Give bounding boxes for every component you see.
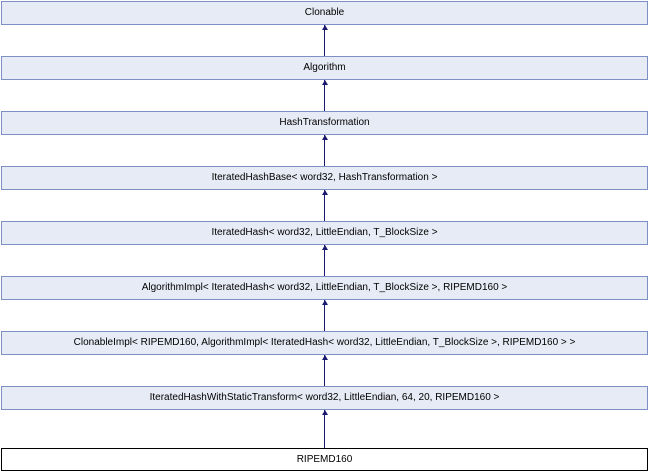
class-node-iteratedhash[interactable]: IteratedHash< word32, LittleEndian, T_Bl… xyxy=(1,221,648,245)
inheritance-edge xyxy=(324,80,325,111)
class-node-ripemd160[interactable]: RIPEMD160 xyxy=(1,448,648,471)
inheritance-edge xyxy=(324,300,325,331)
class-node-hashtransformation[interactable]: HashTransformation xyxy=(1,111,648,135)
class-node-clonableimpl[interactable]: ClonableImpl< RIPEMD160, AlgorithmImpl< … xyxy=(1,331,648,355)
class-node-label: HashTransformation xyxy=(279,117,370,128)
inheritance-arrowhead-icon xyxy=(321,190,328,195)
inheritance-arrowhead-icon xyxy=(321,135,328,140)
inheritance-arrowhead-icon xyxy=(321,355,328,360)
inheritance-arrowhead-icon xyxy=(321,410,328,415)
class-node-label: Algorithm xyxy=(303,62,346,73)
class-node-algorithmimpl[interactable]: AlgorithmImpl< IteratedHash< word32, Lit… xyxy=(1,276,648,300)
inheritance-edge xyxy=(324,410,325,448)
class-node-iteratedhashbase[interactable]: IteratedHashBase< word32, HashTransforma… xyxy=(1,166,648,190)
class-node-iteratedhashwithstatictransform[interactable]: IteratedHashWithStaticTransform< word32,… xyxy=(1,386,648,410)
inheritance-arrowhead-icon xyxy=(321,25,328,30)
class-node-label: IteratedHashBase< word32, HashTransforma… xyxy=(211,172,438,183)
class-node-label: IteratedHashWithStaticTransform< word32,… xyxy=(149,392,500,403)
class-node-label: AlgorithmImpl< IteratedHash< word32, Lit… xyxy=(141,282,508,293)
class-node-label: ClonableImpl< RIPEMD160, AlgorithmImpl< … xyxy=(73,337,576,348)
class-node-label: IteratedHash< word32, LittleEndian, T_Bl… xyxy=(211,227,438,238)
class-node-label: Clonable xyxy=(304,7,345,18)
inheritance-edge xyxy=(324,245,325,276)
class-node-clonable[interactable]: Clonable xyxy=(1,1,648,25)
inheritance-arrowhead-icon xyxy=(321,80,328,85)
inheritance-edge xyxy=(324,135,325,166)
inheritance-edge xyxy=(324,25,325,56)
class-node-algorithm[interactable]: Algorithm xyxy=(1,56,648,80)
inheritance-arrowhead-icon xyxy=(321,245,328,250)
inheritance-arrowhead-icon xyxy=(321,300,328,305)
inheritance-edge xyxy=(324,190,325,221)
class-node-label: RIPEMD160 xyxy=(296,453,353,465)
inheritance-edge xyxy=(324,355,325,386)
